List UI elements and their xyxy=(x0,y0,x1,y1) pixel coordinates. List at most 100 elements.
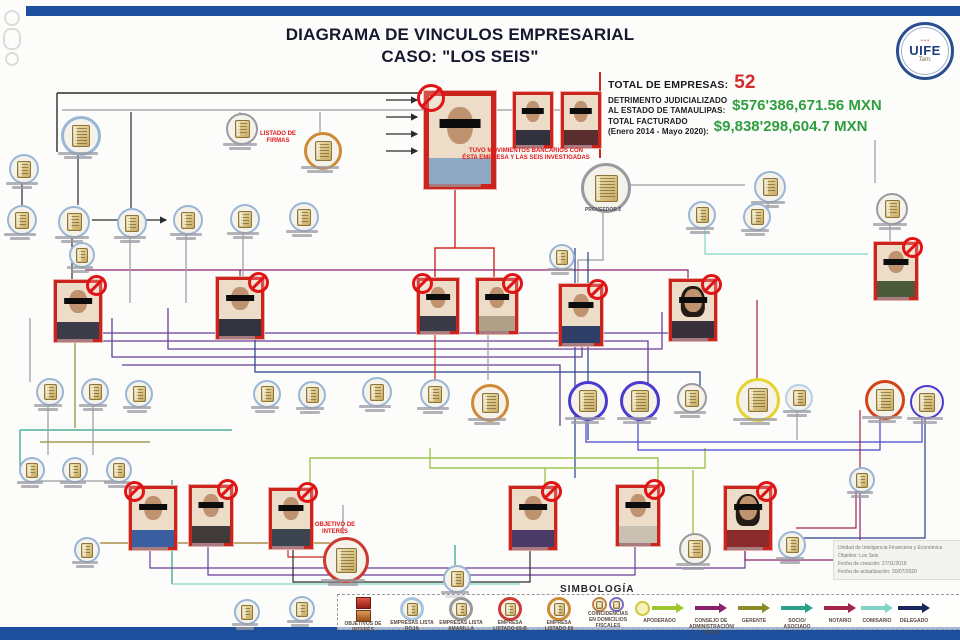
person-label xyxy=(256,545,320,549)
company-label xyxy=(154,232,218,240)
legend-item-objetivos: OBJETIVOS DE INTERÉS xyxy=(341,597,385,634)
building-icon xyxy=(876,389,894,411)
person-node xyxy=(411,272,459,334)
company-label xyxy=(605,416,669,424)
company-label xyxy=(765,409,829,417)
company-node xyxy=(125,380,153,408)
person-node xyxy=(669,273,723,341)
info-line: Fecha de creación: 27/11/2019 xyxy=(838,561,907,567)
facturado-label: TOTAL FACTURADO (Enero 2014 - Mayo 2020)… xyxy=(608,117,709,136)
building-icon xyxy=(594,174,618,202)
person-node xyxy=(561,92,601,148)
person-node xyxy=(216,271,270,339)
building-icon xyxy=(428,385,442,403)
building-icon xyxy=(695,207,709,223)
shoulders xyxy=(219,319,261,336)
building-icon xyxy=(792,390,806,406)
consejo-arrow-icon xyxy=(695,597,727,619)
censor-bar xyxy=(569,108,593,114)
company-label xyxy=(311,578,375,586)
shoulders xyxy=(727,529,769,547)
company-node xyxy=(36,378,64,406)
company-label xyxy=(105,405,169,413)
legend-item-consejo: CONSEJO DE ADMINISTRACIÓN/ VOCAL xyxy=(689,597,734,636)
building-icon xyxy=(72,125,90,147)
person-label xyxy=(462,330,526,334)
shoulders xyxy=(619,526,657,543)
shoulders xyxy=(192,526,230,543)
company-node xyxy=(230,204,260,234)
person-node xyxy=(509,480,563,550)
company-label xyxy=(85,480,149,488)
company-node xyxy=(173,205,203,235)
censor-bar xyxy=(519,504,547,511)
bottom-blue-bar xyxy=(0,627,960,640)
censor-bar xyxy=(734,504,762,511)
company-node xyxy=(743,203,771,231)
company-label xyxy=(658,410,722,418)
building-icon xyxy=(305,387,319,403)
building-icon xyxy=(181,211,195,229)
total-empresas-value: 52 xyxy=(734,72,756,93)
building-icon xyxy=(125,214,139,232)
censor-bar xyxy=(226,294,254,301)
building-icon xyxy=(15,211,29,229)
company-label: PROVEEDOR 2 xyxy=(584,207,622,213)
company-label xyxy=(208,142,272,150)
building-icon xyxy=(762,178,778,196)
censor-bar xyxy=(198,501,224,508)
shoulders xyxy=(672,321,714,338)
building-icon xyxy=(113,462,125,478)
company-node xyxy=(620,381,660,421)
company-label xyxy=(0,480,62,488)
legend-item-delegado: DELEGADO xyxy=(898,597,930,625)
building-icon xyxy=(238,210,252,228)
facturado-value: $9,838'298,604.7 MXN xyxy=(713,118,868,136)
legend-item-notario: NOTARIO xyxy=(824,597,856,625)
prohibition-icon xyxy=(756,480,778,502)
total-empresas-row: TOTAL DE EMPRESAS: 52 xyxy=(608,72,944,94)
person-node xyxy=(54,274,108,342)
detrimento-value: $576'386,671.56 MXN xyxy=(732,97,882,115)
building-icon xyxy=(785,537,799,553)
stats-panel: TOTAL DE EMPRESAS: 52 DETRIMENTO JUDICIA… xyxy=(608,72,944,136)
info-line: Unidad de Inteligencia Financiera y Econ… xyxy=(838,545,943,551)
building-icon xyxy=(687,540,703,558)
building-icon xyxy=(314,141,332,161)
shoulders xyxy=(877,281,915,297)
company-label xyxy=(723,417,787,425)
company-node xyxy=(61,116,101,156)
notario-arrow-icon xyxy=(824,597,856,619)
company-label xyxy=(268,619,332,627)
prohibition-icon xyxy=(411,272,433,294)
person-label xyxy=(713,546,777,550)
censor-bar xyxy=(625,501,651,508)
prohibition-icon xyxy=(123,480,145,502)
building-icon xyxy=(370,383,384,401)
person-label xyxy=(403,330,467,334)
legend-item-socio: SOCIO/ ASOCIADO xyxy=(775,597,819,631)
prohibition-icon xyxy=(701,273,723,295)
bank-movements-note: TUVO MOVIMIENTOS BANCARIOS CON ÉSTA EMPR… xyxy=(462,148,590,162)
company-node xyxy=(910,385,944,419)
red-list-company-icon xyxy=(400,597,424,621)
seal-shape xyxy=(5,52,19,66)
list-69-company-icon xyxy=(547,597,571,621)
prohibition-icon xyxy=(644,479,666,501)
detrimento-label: DETRIMENTO JUDICIALIZADO AL ESTADO DE TA… xyxy=(608,96,728,115)
company-label xyxy=(668,226,732,234)
prohibition-icon xyxy=(416,83,445,112)
company-label xyxy=(455,417,519,425)
company-node xyxy=(69,242,95,268)
yellow-list-company-icon xyxy=(449,597,473,621)
shoulders xyxy=(272,529,310,546)
company-node xyxy=(679,533,711,565)
delegado-arrow-icon xyxy=(898,597,930,619)
company-node xyxy=(323,537,369,583)
legend-item-gerente: GERENTE xyxy=(738,597,770,625)
legend-item-coincidencias: COINCIDENCIAS EN DOMICILIOS FISCALES xyxy=(586,597,630,629)
person-label xyxy=(603,542,667,546)
building-icon xyxy=(335,547,357,573)
building-icon xyxy=(81,542,93,558)
